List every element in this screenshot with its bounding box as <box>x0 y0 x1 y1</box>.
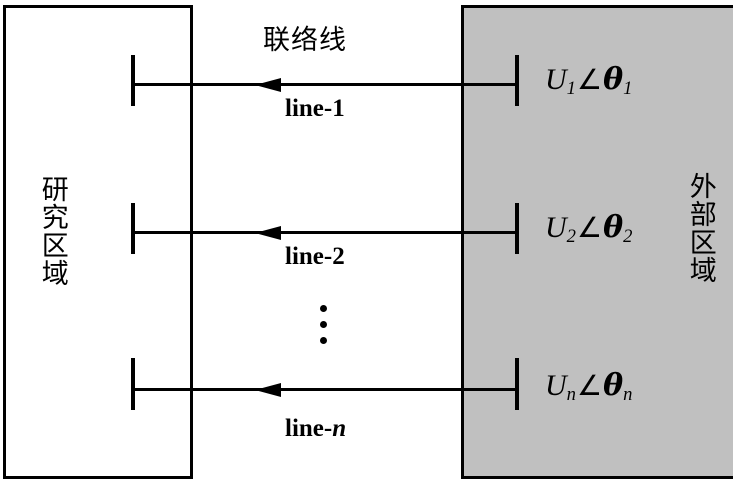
tieline-2-phasor-theta: θ <box>603 210 624 245</box>
tieline-1-phasor-theta: θ <box>603 62 624 97</box>
tieline-2-arrowhead <box>255 226 281 240</box>
tieline-2-label-prefix: line- <box>285 243 333 270</box>
ellipsis-dot <box>320 305 327 312</box>
tieline-1-arrowhead <box>255 78 281 92</box>
study-region-box <box>3 5 193 479</box>
study-region-label: 研究区域 <box>36 175 68 287</box>
tieline-1-conductor <box>131 83 519 86</box>
external-region-label: 外部区域 <box>684 172 716 284</box>
external-busbar-2 <box>515 203 519 254</box>
tieline-2-phasor-magnitude-subscript: 2 <box>566 225 576 247</box>
study-busbar-1 <box>131 55 135 106</box>
tieline-n-label: line-n <box>285 415 346 443</box>
tieline-n-label-index: n <box>332 415 347 442</box>
tieline-n-phasor-theta-subscript: n <box>623 383 633 405</box>
continuation-ellipsis <box>320 305 327 344</box>
tieline-2-phasor: U2∠θ2 <box>545 210 633 247</box>
ellipsis-dot <box>320 337 327 344</box>
tieline-n-arrowhead <box>255 383 281 397</box>
tieline-group-title: 联络线 <box>263 25 347 56</box>
tieline-n-label-prefix: line- <box>285 415 333 442</box>
tieline-n-phasor-magnitude: U <box>545 369 567 402</box>
angle-symbol-icon: ∠ <box>576 211 603 244</box>
tieline-1-phasor-theta-subscript: 1 <box>623 77 633 99</box>
ellipsis-dot <box>320 321 327 328</box>
tieline-1-phasor-magnitude-subscript: 1 <box>566 77 576 99</box>
tieline-n-phasor: Un∠θn <box>545 368 633 405</box>
tieline-1-phasor-magnitude: U <box>545 63 567 96</box>
tieline-n-phasor-magnitude-subscript: n <box>566 383 576 405</box>
tieline-2-phasor-theta-subscript: 2 <box>623 225 633 247</box>
tieline-n-conductor <box>131 388 519 391</box>
tieline-2-phasor-magnitude: U <box>545 211 567 244</box>
external-busbar-1 <box>515 55 519 106</box>
study-busbar-n <box>131 358 135 410</box>
study-busbar-2 <box>131 203 135 254</box>
external-busbar-n <box>515 358 519 410</box>
tieline-n-phasor-theta: θ <box>603 368 624 403</box>
tieline-1-phasor: U1∠θ1 <box>545 62 633 99</box>
tieline-2-label: line-2 <box>285 243 345 271</box>
tieline-2-label-index: 2 <box>332 243 345 270</box>
tieline-1-label-prefix: line- <box>285 95 333 122</box>
tieline-1-label-index: 1 <box>332 95 345 122</box>
tieline-2-conductor <box>131 231 519 234</box>
angle-symbol-icon: ∠ <box>576 369 603 402</box>
angle-symbol-icon: ∠ <box>576 63 603 96</box>
tieline-1-label: line-1 <box>285 95 345 123</box>
